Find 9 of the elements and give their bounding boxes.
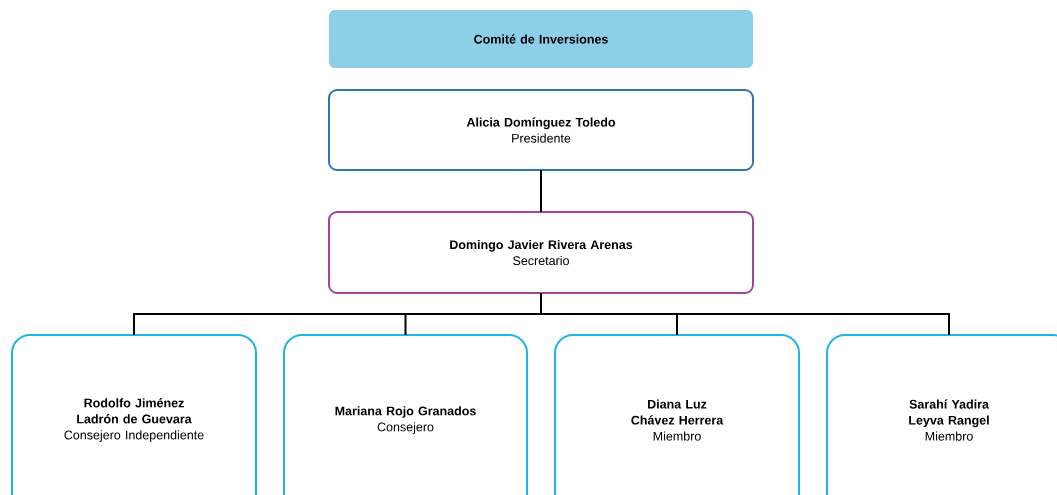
member-box: Sarahí Yadira Leyva Rangel Miembro xyxy=(826,334,1057,495)
member-box: Diana Luz Chávez Herrera Miembro xyxy=(554,334,800,495)
member-box: Mariana Rojo Granados Consejero xyxy=(283,334,528,495)
connector-line xyxy=(540,292,950,336)
secretary-box: Domingo Javier Rivera Arenas Secretario xyxy=(328,211,754,294)
title-box: Comité de Inversiones xyxy=(329,10,753,68)
member-box: Rodolfo Jiménez Ladrón de Guevara Consejero Independiente xyxy=(11,334,257,495)
connector-line xyxy=(540,169,542,213)
president-box: Alicia Domínguez Toledo Presidente xyxy=(328,89,754,171)
